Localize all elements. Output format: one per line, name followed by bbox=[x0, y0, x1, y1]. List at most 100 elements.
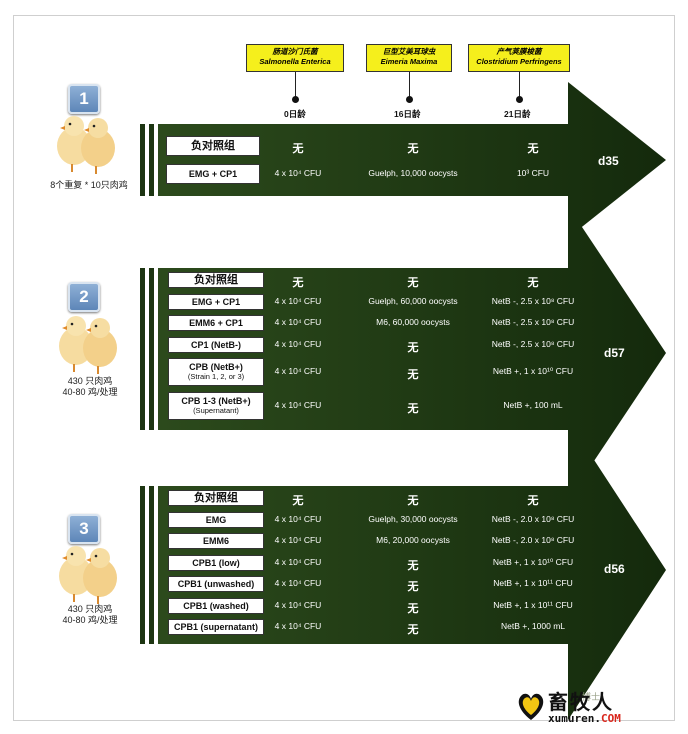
dose-cell-c1: 4 x 10⁴ CFU bbox=[274, 556, 322, 567]
dose-cell-c3: NetB +, 1 x 10¹¹ CFU bbox=[493, 599, 573, 610]
dose-cell-c1: 4 x 10⁴ CFU bbox=[274, 338, 322, 349]
treatment-name: CP1 (NetB-) bbox=[190, 339, 241, 350]
caption-line: 430 只肉鸡 bbox=[67, 376, 113, 386]
watermark-url-main: xumuren. bbox=[548, 712, 601, 725]
treatment-label: EMM6 bbox=[168, 533, 264, 549]
dose-cell-c3: NetB +, 1 x 10¹⁰ CFU bbox=[492, 556, 574, 567]
dose-cell-c2: 无 bbox=[407, 581, 419, 593]
treatment-name: EMM6 bbox=[202, 536, 229, 546]
treatment-name: CPB1 (washed) bbox=[183, 600, 249, 611]
treatment-label: EMG + CP1 bbox=[168, 293, 264, 310]
dose-cell-c1: 4 x 10⁴ CFU bbox=[274, 599, 322, 610]
dose-cell-c1: 4 x 10⁴ CFU bbox=[274, 168, 322, 178]
treatment-label: CP1 (NetB-) bbox=[168, 336, 264, 353]
dose-cell-c2: Guelph, 60,000 oocysts bbox=[368, 295, 458, 306]
end-day-label: d35 bbox=[598, 154, 619, 168]
timeline-stem bbox=[295, 72, 296, 98]
dose-cell-c2: 无 bbox=[407, 602, 419, 615]
dose-cell-c3: 无 bbox=[527, 143, 539, 155]
dose-cell-c2: M6, 20,000 oocysts bbox=[376, 535, 450, 545]
group-caption: 430 只肉鸡 40-80 鸡/处理 bbox=[40, 376, 140, 398]
treatment-label: 负对照组 bbox=[168, 272, 264, 288]
dose-cell-c1: 无 bbox=[292, 143, 304, 155]
dose-cell-c3: NetB +, 100 mL bbox=[503, 400, 563, 410]
treatment-name: CPB1 (low) bbox=[192, 557, 240, 568]
dose-cell-c1: 4 x 10⁴ CFU bbox=[274, 621, 322, 631]
pathogen-cn-name: 巨型艾美耳球虫 bbox=[382, 47, 436, 56]
treatment-label: CPB1 (washed) bbox=[168, 597, 264, 614]
treatment-name: CPB 1-3 (NetB+) bbox=[181, 396, 251, 406]
dose-cell-c3: NetB +, 1 x 10¹⁰ CFU bbox=[492, 366, 574, 376]
timeline-dot bbox=[292, 96, 299, 103]
treatment-name: CPB1 (unwashed) bbox=[177, 579, 255, 589]
pathogen-en-name: Salmonella Enterica bbox=[259, 57, 331, 66]
treatment-name: EMM6 + CP1 bbox=[189, 318, 243, 328]
dose-cell-c2: 无 bbox=[407, 495, 419, 507]
caption-line: 40-80 鸡/处理 bbox=[62, 615, 118, 625]
dose-cell-c3: NetB -, 2.0 x 10⁸ CFU bbox=[491, 513, 575, 524]
pathogen-box-clostridium: 产气荚膜梭菌 Clostridium Perfringens bbox=[468, 44, 570, 72]
dose-cell-c2: M6, 60,000 oocysts bbox=[376, 317, 450, 327]
arrow-2-shape bbox=[140, 206, 666, 500]
chicks-icon bbox=[59, 546, 117, 604]
dose-cell-c2: 无 bbox=[407, 277, 419, 289]
group-number-badge: 2 bbox=[68, 282, 100, 312]
dose-cell-c3: 无 bbox=[527, 495, 539, 507]
treatment-name: CPB (NetB+) bbox=[189, 362, 243, 372]
dose-cell-c1: 4 x 10⁴ CFU bbox=[274, 535, 322, 545]
day-label: 0日龄 bbox=[284, 109, 306, 119]
group-caption: 430 只肉鸡 40-80 鸡/处理 bbox=[40, 604, 140, 626]
pathogen-en-name: Clostridium Perfringens bbox=[476, 57, 562, 66]
treatment-label: CPB1 (supernatant) bbox=[168, 619, 264, 635]
dose-cell-c1: 4 x 10⁴ CFU bbox=[274, 295, 322, 306]
treatment-name: 负对照组 bbox=[194, 274, 238, 286]
timeline-dot bbox=[516, 96, 523, 103]
watermark-brand: 畜牧人 bbox=[548, 692, 614, 714]
treatment-label: 负对照组 bbox=[166, 136, 260, 156]
group-number-badge: 1 bbox=[68, 84, 100, 114]
dose-cell-c2: 无 bbox=[407, 341, 419, 354]
dose-cell-c3: NetB +, 1 x 10¹¹ CFU bbox=[493, 578, 573, 588]
caption-line: 430 只肉鸡 bbox=[67, 604, 113, 614]
dose-cell-c3: 无 bbox=[527, 277, 539, 289]
pathogen-box-salmonella: 肠道沙门氏菌 Salmonella Enterica bbox=[246, 44, 344, 72]
watermark-url-tld: COM bbox=[600, 712, 621, 725]
pathogen-cn-name: 产气荚膜梭菌 bbox=[496, 47, 542, 56]
treatment-label: EMG bbox=[168, 511, 264, 528]
treatment-subname: (Strain 1, 2, or 3) bbox=[187, 372, 245, 381]
pathogen-cn-name: 肠道沙门氏菌 bbox=[272, 47, 318, 56]
watermark-logo-icon bbox=[518, 693, 544, 720]
treatment-name: CPB1 (supernatant) bbox=[173, 622, 258, 632]
treatment-name: EMG + CP1 bbox=[191, 296, 241, 307]
end-day-label: d56 bbox=[604, 562, 625, 576]
treatment-label: CPB1 (low) bbox=[168, 554, 264, 571]
treatment-name: EMG bbox=[205, 514, 227, 525]
treatment-name: 负对照组 bbox=[191, 140, 235, 152]
chicks-icon bbox=[57, 116, 115, 174]
dose-cell-c2: Guelph, 10,000 oocysts bbox=[368, 168, 458, 178]
timeline-dot bbox=[406, 96, 413, 103]
dose-cell-c3: NetB -, 2.5 x 10⁸ CFU bbox=[491, 338, 575, 349]
treatment-label: CPB (NetB+)(Strain 1, 2, or 3) bbox=[168, 358, 264, 386]
caption-line: 8个重复 * 10只肉鸡 bbox=[50, 180, 128, 190]
treatment-label: CPB 1-3 (NetB+)(Supernatant) bbox=[168, 392, 264, 420]
treatment-label: CPB1 (unwashed) bbox=[168, 576, 264, 592]
chicks-icon bbox=[59, 316, 117, 374]
timeline-stem bbox=[519, 72, 520, 98]
pathogen-box-eimeria: 巨型艾美耳球虫 Eimeria Maxima bbox=[366, 44, 452, 72]
dose-cell-c1: 无 bbox=[292, 277, 304, 289]
pathogen-en-name: Eimeria Maxima bbox=[380, 57, 438, 66]
dose-cell-c2: 无 bbox=[407, 369, 419, 381]
dose-cell-c1: 4 x 10⁴ CFU bbox=[274, 400, 322, 410]
dose-cell-c1: 无 bbox=[292, 495, 304, 507]
dose-cell-c1: 4 x 10⁴ CFU bbox=[274, 513, 322, 524]
treatment-name: 负对照组 bbox=[194, 492, 238, 504]
dose-cell-c3: 10³ CFU bbox=[516, 168, 550, 178]
dose-cell-c2: 无 bbox=[407, 403, 419, 415]
dose-cell-c2: Guelph, 30,000 oocysts bbox=[368, 513, 458, 524]
arrow-1-shape bbox=[140, 82, 666, 238]
dose-cell-c3: NetB -, 2.5 x 10⁸ CFU bbox=[491, 295, 575, 306]
arrow-3-shape bbox=[140, 420, 666, 720]
group-number-badge: 3 bbox=[68, 514, 100, 544]
